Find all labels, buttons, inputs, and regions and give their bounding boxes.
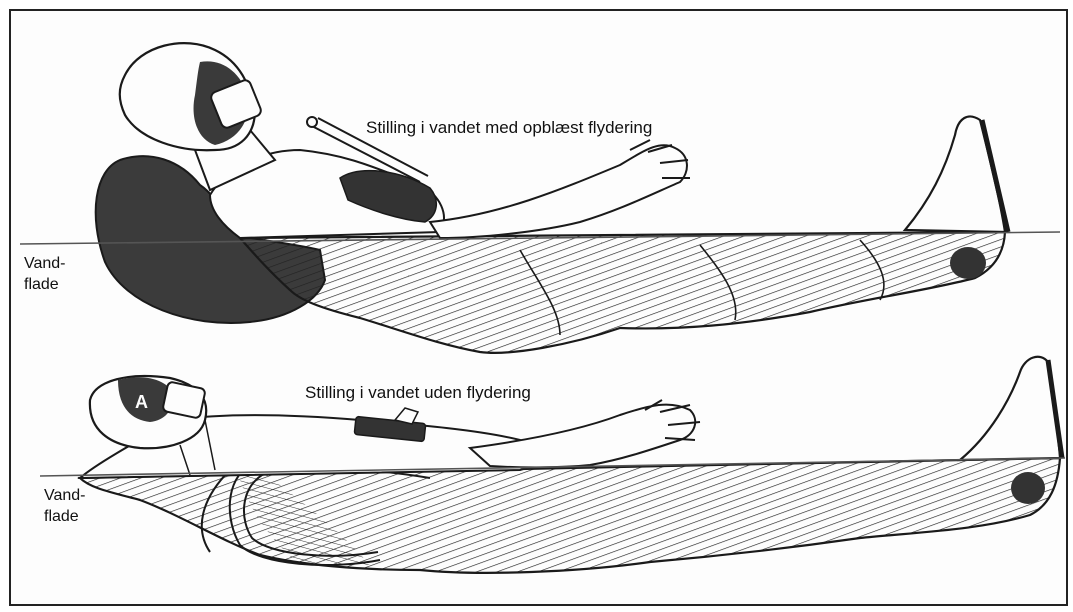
top-arm [430,145,687,238]
bottom-heel [1011,472,1045,504]
top-body-submerged [240,232,1005,353]
bottom-foot [960,357,1060,460]
top-diver [96,43,1008,353]
top-water-label: Vand- flade [24,253,66,295]
top-caption: Stilling i vandet med opblæst flydering [366,118,652,138]
top-hose-valve [307,117,317,127]
top-heel [950,247,986,279]
bottom-water-label: Vand- flade [44,485,86,527]
bottom-mask [162,381,205,418]
bottom-caption: Stilling i vandet uden flydering [305,383,531,403]
top-foot [905,116,1005,232]
bottom-face-marking: A [135,392,148,412]
bottom-diver: A [80,357,1062,573]
